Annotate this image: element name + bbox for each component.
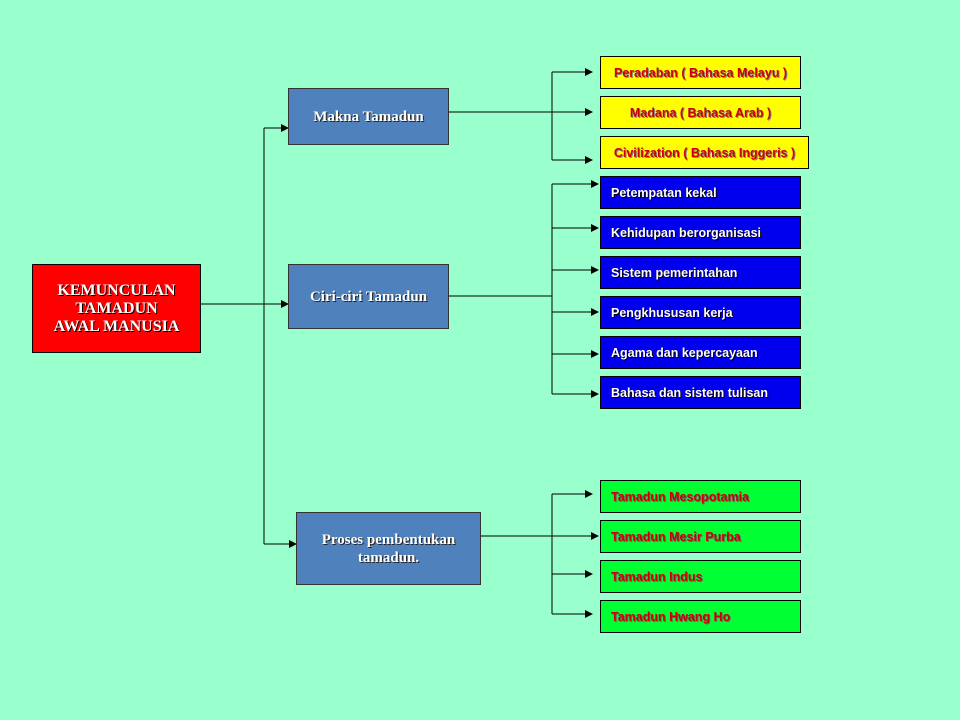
leaf-civilization: Civilization ( Bahasa Inggeris ) <box>600 136 809 169</box>
branch-proses-pembentukan: Proses pembentukan tamadun. <box>296 512 481 585</box>
leaf-kehidupan-berorganisasi: Kehidupan berorganisasi <box>600 216 801 249</box>
leaf-tamadun-indus: Tamadun Indus <box>600 560 801 593</box>
leaf-tamadun-mesir-purba: Tamadun Mesir Purba <box>600 520 801 553</box>
leaf-pengkhususan-kerja: Pengkhususan kerja <box>600 296 801 329</box>
leaf-madana: Madana ( Bahasa Arab ) <box>600 96 801 129</box>
branch-makna-tamadun: Makna Tamadun <box>288 88 449 145</box>
branch-ciri-ciri-tamadun: Ciri-ciri Tamadun <box>288 264 449 329</box>
leaf-tamadun-mesopotamia: Tamadun Mesopotamia <box>600 480 801 513</box>
root-node: KEMUNCULAN TAMADUN AWAL MANUSIA <box>32 264 201 353</box>
leaf-tamadun-hwang-ho: Tamadun Hwang Ho <box>600 600 801 633</box>
leaf-peradaban: Peradaban ( Bahasa Melayu ) <box>600 56 801 89</box>
leaf-agama-dan-kepercayaan: Agama dan kepercayaan <box>600 336 801 369</box>
leaf-bahasa-dan-sistem-tulisan: Bahasa dan sistem tulisan <box>600 376 801 409</box>
leaf-petempatan-kekal: Petempatan kekal <box>600 176 801 209</box>
leaf-sistem-pemerintahan: Sistem pemerintahan <box>600 256 801 289</box>
